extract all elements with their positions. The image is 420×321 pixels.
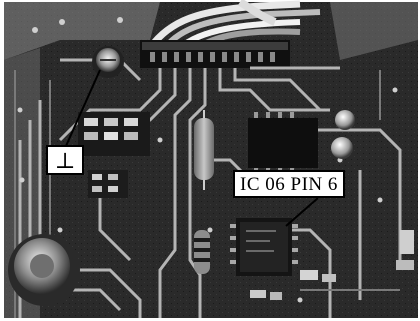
capacitors xyxy=(331,110,355,159)
resistor xyxy=(194,110,214,190)
ic-pin-callout: IC 06 PIN 6 xyxy=(233,170,345,198)
ic-06 xyxy=(230,218,298,276)
connector-header xyxy=(140,40,290,68)
ground-symbol-callout: ⊥ xyxy=(46,145,84,175)
leader-line-pin xyxy=(285,197,319,227)
component-cluster xyxy=(78,112,150,198)
resistor-striped xyxy=(194,230,210,274)
leader-line-ground xyxy=(65,69,101,147)
standoff xyxy=(8,234,80,306)
smd-parts xyxy=(250,230,414,300)
ic-upper xyxy=(248,112,318,174)
vias xyxy=(17,17,398,303)
mounting-screw xyxy=(92,46,124,78)
